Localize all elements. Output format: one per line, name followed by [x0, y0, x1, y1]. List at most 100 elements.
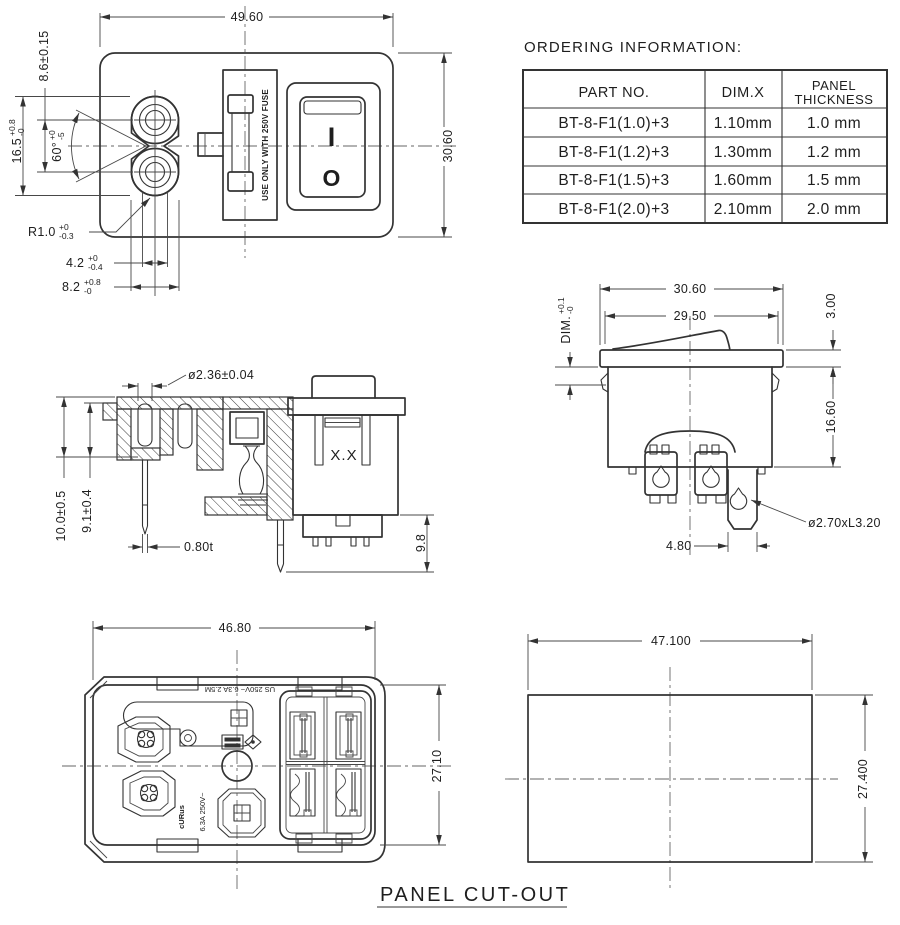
switch-cap [599, 349, 784, 368]
table-row: BT-8-F1(1.5)+3 1.60mm 1.5 mm [558, 172, 860, 189]
terminal-right [694, 451, 728, 496]
col-header-part: PART NO. [579, 85, 650, 101]
dim-bezel-height: 3.00 [824, 293, 838, 319]
front-view: USE ONLY WITH 250V FUSE I O 49.60 30.60 [7, 6, 456, 296]
rocker-on-mark: I [328, 122, 336, 152]
dim-height-total: 10.0±0.5 [54, 491, 68, 542]
col-header-panel-2: THICKNESS [795, 92, 874, 107]
dim-terminal-thickness: 0.80t [184, 540, 214, 554]
contact-spring [238, 445, 268, 506]
switch-body [607, 366, 773, 468]
dim-angle: 60° +0 -5 [47, 130, 66, 162]
dim-height-inner: 9.1±0.4 [80, 489, 94, 533]
rear-view: US 250V~ 6.3A 2.5M 6.3A 250V~ cURus 46.8… [62, 621, 455, 890]
dim-pin-width: 4.2 +0 -0.4 [66, 253, 103, 272]
svg-text:+0.8: +0.8 [84, 277, 101, 287]
rocker-button[interactable] [299, 96, 366, 198]
dim-front-width: 49.60 [231, 10, 264, 24]
svg-text:+0.1: +0.1 [556, 297, 566, 314]
fuse-tab [197, 132, 224, 157]
col-header-dimx: DIM.X [722, 85, 765, 101]
cutout-dimensions: 47.100 27.400 [527, 634, 873, 863]
rear-inlet-details [117, 701, 266, 838]
mounting-barbs [600, 372, 780, 393]
cell-dimx-1: 1.30mm [714, 144, 772, 161]
svg-text:-0.3: -0.3 [59, 231, 74, 241]
svg-text:+0.8: +0.8 [7, 119, 17, 136]
earth-terminal [727, 469, 758, 530]
section-view-dimensions: ø2.36±0.04 10.0±0.5 9.1±0.4 0.80t 9.8 [54, 368, 434, 573]
fuse-cap-bottom [227, 171, 254, 192]
fuse-plate [222, 69, 278, 221]
svg-text:R1.0: R1.0 [28, 225, 56, 239]
rocker-off-mark: O [323, 165, 341, 191]
center-hole [221, 750, 253, 782]
switch-side-view: 30.60 29.50 3.00 DIM. +0.1 -0 16.60 [555, 282, 880, 556]
table-row: BT-8-F1(2.0)+3 2.10mm 2.0 mm [558, 201, 861, 218]
rating-marking-side: 6.3A 250V~ [198, 792, 207, 832]
inlet-pins [130, 90, 180, 296]
dim-x-panel: DIM. +0.1 -0 [556, 297, 575, 344]
terminal-dome [644, 430, 736, 453]
dim-corner-radius: R1.0 +0 -0.3 [28, 222, 74, 241]
rocker-edge [303, 100, 362, 115]
svg-text:4.2: 4.2 [66, 256, 84, 270]
cell-dimx-2: 1.60mm [714, 172, 772, 189]
svg-text:+0: +0 [59, 222, 69, 232]
svg-text:+0: +0 [47, 130, 57, 140]
svg-text:-0: -0 [16, 128, 26, 136]
curus-certification-mark: cURus [177, 805, 186, 829]
ordering-table: ORDERING INFORMATION: PART NO. DIM.X PAN… [522, 39, 888, 224]
rear-body-outline [92, 684, 376, 846]
svg-text:16.5: 16.5 [10, 138, 24, 164]
cell-part-3: BT-8-F1(2.0)+3 [558, 201, 669, 218]
fuse-cap-top [227, 94, 254, 114]
table-row: BT-8-F1(1.2)+3 1.30mm 1.2 mm [558, 144, 861, 161]
dim-pin-length: 9.8 [414, 534, 428, 552]
rocker-profile [612, 329, 731, 351]
cell-dimx-3: 2.10mm [714, 201, 772, 218]
fuse-warning-label: USE ONLY WITH 250V FUSE [261, 89, 270, 201]
rear-bracket [122, 701, 254, 747]
earth-pin [276, 520, 285, 573]
cell-part-2: BT-8-F1(1.5)+3 [558, 172, 669, 189]
cutout-caption: PANEL CUT-OUT [380, 884, 570, 906]
svg-text:60°: 60° [50, 142, 64, 162]
rear-view-dimensions: 46.80 27.10 [92, 621, 446, 846]
switch-view-dimensions: 30.60 29.50 3.00 DIM. +0.1 -0 16.60 [555, 282, 880, 553]
switch-bezel [286, 82, 381, 211]
pin-receptacle-1 [137, 403, 153, 447]
dim-body-depth: 16.60 [824, 401, 838, 434]
inlet-section-body [102, 396, 294, 573]
cell-part-1: BT-8-F1(1.2)+3 [558, 144, 669, 161]
cell-dimx-0: 1.10mm [714, 115, 772, 132]
dim-pin-span: 16.5 +0.8 -0 [7, 119, 26, 164]
svg-text:-0.4: -0.4 [88, 262, 103, 272]
rocker-switch-front: I O [286, 82, 381, 211]
dim-pin-pitch: 8.6±0.15 [37, 31, 51, 82]
dim-rear-width: 46.80 [219, 621, 252, 635]
front-view-dimensions: 49.60 30.60 8.6±0.15 16.5 +0.8 -0 60 [7, 10, 455, 296]
cutout-rectangle [527, 694, 813, 863]
dim-cutout-width: 47.100 [651, 634, 691, 648]
fuse-holder: USE ONLY WITH 250V FUSE [197, 69, 278, 221]
dim-rear-height: 27.10 [430, 750, 444, 783]
pin-receptacle-2 [177, 403, 193, 449]
svg-text:-0: -0 [565, 306, 575, 314]
panel-cutout-view: 47.100 27.400 PANEL CUT-OUT [377, 634, 873, 908]
cell-panel-1: 1.2 mm [807, 144, 861, 161]
svg-text:8.2: 8.2 [62, 280, 80, 294]
section-view: X.X ø2.36±0.04 10.0±0.5 9.1±0.4 [54, 368, 434, 573]
earth-terminal-hole [729, 487, 748, 510]
dim-cutout-height: 27.400 [856, 759, 870, 799]
table-row: BT-8-F1(1.0)+3 1.10mm 1.0 mm [558, 115, 860, 132]
dim-terminal-offset: 4.80 [666, 539, 692, 553]
terminal-hole-left [652, 465, 670, 488]
svg-text:+0: +0 [88, 253, 98, 263]
dim-pin-diameter: ø2.36±0.04 [188, 368, 254, 382]
rating-marking-top: US 250V~ 6.3A 2.5M [205, 685, 275, 694]
cell-panel-3: 2.0 mm [807, 201, 861, 218]
solder-pin [141, 460, 149, 535]
